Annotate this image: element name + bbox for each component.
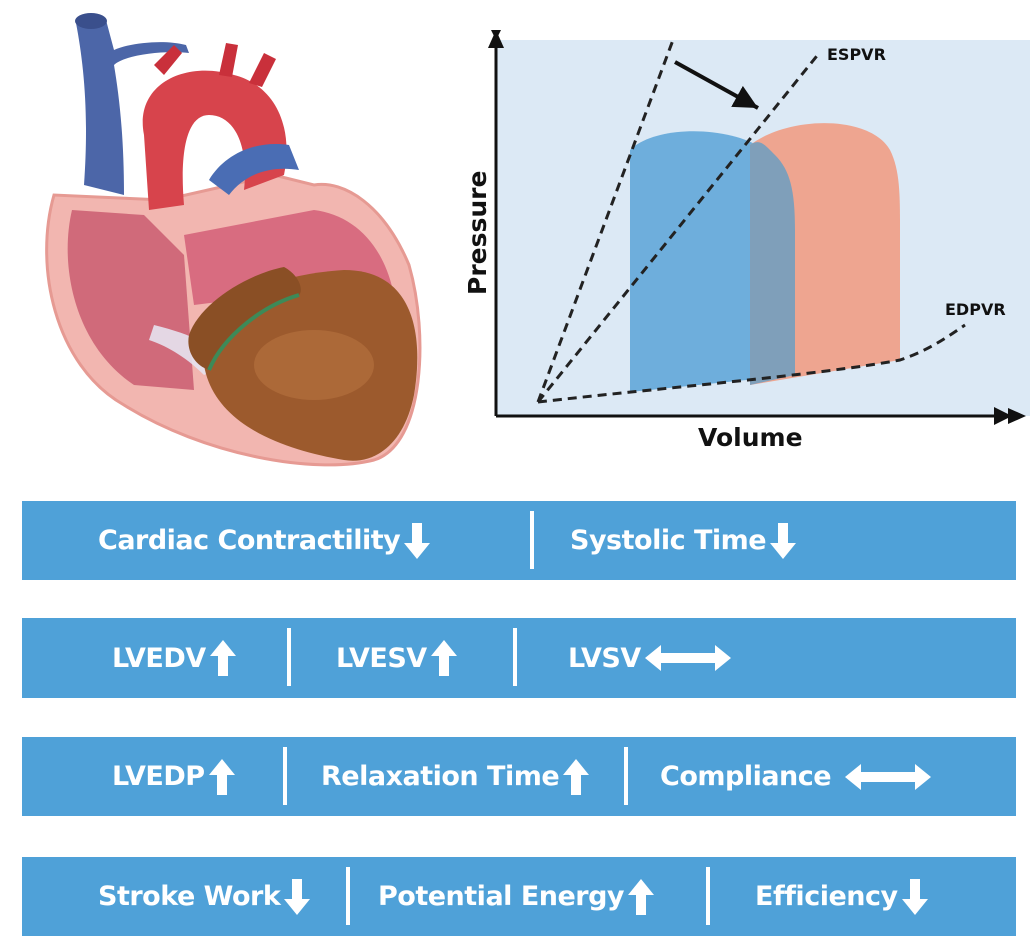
row-item: LVESV xyxy=(336,618,457,698)
up-arrow-icon xyxy=(209,640,236,676)
aorta-branch-1 xyxy=(154,45,182,75)
left-right-arrow-icon xyxy=(644,645,731,671)
x-axis-label: Volume xyxy=(698,423,803,452)
down-arrow-icon xyxy=(284,878,311,915)
item-label: Systolic Time xyxy=(570,525,767,556)
item-label: Stroke Work xyxy=(98,881,281,912)
item-label: Compliance xyxy=(660,761,832,792)
effects-row-contractility: Cardiac Contractility Systolic Time xyxy=(22,501,1016,580)
aorta-branch-3 xyxy=(249,53,276,87)
row-item: Efficiency xyxy=(755,857,928,936)
row-divider xyxy=(283,747,287,805)
row-item: Compliance xyxy=(660,737,932,816)
item-label: LVEDV xyxy=(112,642,206,674)
y-axis-label: Pressure xyxy=(463,171,492,295)
x-axis-arrowhead xyxy=(1008,408,1026,424)
effects-row-relaxation: LVEDP Relaxation Time Compliance xyxy=(22,737,1016,816)
device-ring xyxy=(188,267,301,370)
item-label: Efficiency xyxy=(755,881,898,912)
item-label: LVESV xyxy=(336,642,427,674)
row-item: Systolic Time xyxy=(570,501,797,580)
row-item: LVEDP xyxy=(112,737,235,816)
row-item: Potential Energy xyxy=(378,857,655,936)
row-item: LVEDV xyxy=(112,618,236,698)
row-item: Relaxation Time xyxy=(321,737,590,816)
row-divider xyxy=(346,867,350,925)
row-divider xyxy=(513,628,517,686)
vena-cava xyxy=(76,20,189,195)
row-item: Cardiac Contractility xyxy=(98,501,431,580)
item-label: Potential Energy xyxy=(378,881,625,912)
edpvr-curve xyxy=(537,323,966,404)
item-label: LVEDP xyxy=(112,761,205,792)
effects-row-energetics: Stroke Work Potential Energy Efficiency xyxy=(22,857,1016,936)
heart-illustration xyxy=(45,13,422,467)
vein-opening xyxy=(75,13,107,29)
device-ring-band xyxy=(207,293,300,371)
item-label: LVSV xyxy=(568,642,641,674)
row-divider xyxy=(287,628,291,686)
pulmonary-artery xyxy=(209,144,299,195)
pv-loop-diagram: ESPVR EDPVR Volume Pressure xyxy=(463,30,1030,452)
row-item: Stroke Work xyxy=(98,857,311,936)
down-arrow-icon xyxy=(404,522,431,559)
row-divider xyxy=(624,747,628,805)
item-label: Relaxation Time xyxy=(321,761,560,792)
loop-overlap xyxy=(750,142,795,385)
row-divider xyxy=(706,867,710,925)
up-arrow-icon xyxy=(430,640,457,676)
aorta-branch-2 xyxy=(219,43,238,77)
row-divider xyxy=(530,511,534,569)
edpvr-label: EDPVR xyxy=(945,300,1006,319)
item-label: Cardiac Contractility xyxy=(98,525,401,556)
espvr-label: ESPVR xyxy=(827,45,886,64)
down-arrow-icon xyxy=(770,522,797,559)
row-item: LVSV xyxy=(568,618,731,698)
effects-row-volumes: LVEDV LVESV LVSV xyxy=(22,618,1016,698)
shift-arrow xyxy=(674,60,759,110)
espvr-line-baseline xyxy=(536,39,675,403)
apex-highlight xyxy=(254,330,374,400)
y-axis-arrowhead xyxy=(488,30,504,48)
up-arrow-icon xyxy=(563,758,590,795)
down-arrow-icon xyxy=(901,878,928,915)
up-arrow-icon xyxy=(208,758,235,795)
up-arrow-icon xyxy=(628,878,655,915)
left-right-arrow-icon xyxy=(845,763,932,790)
